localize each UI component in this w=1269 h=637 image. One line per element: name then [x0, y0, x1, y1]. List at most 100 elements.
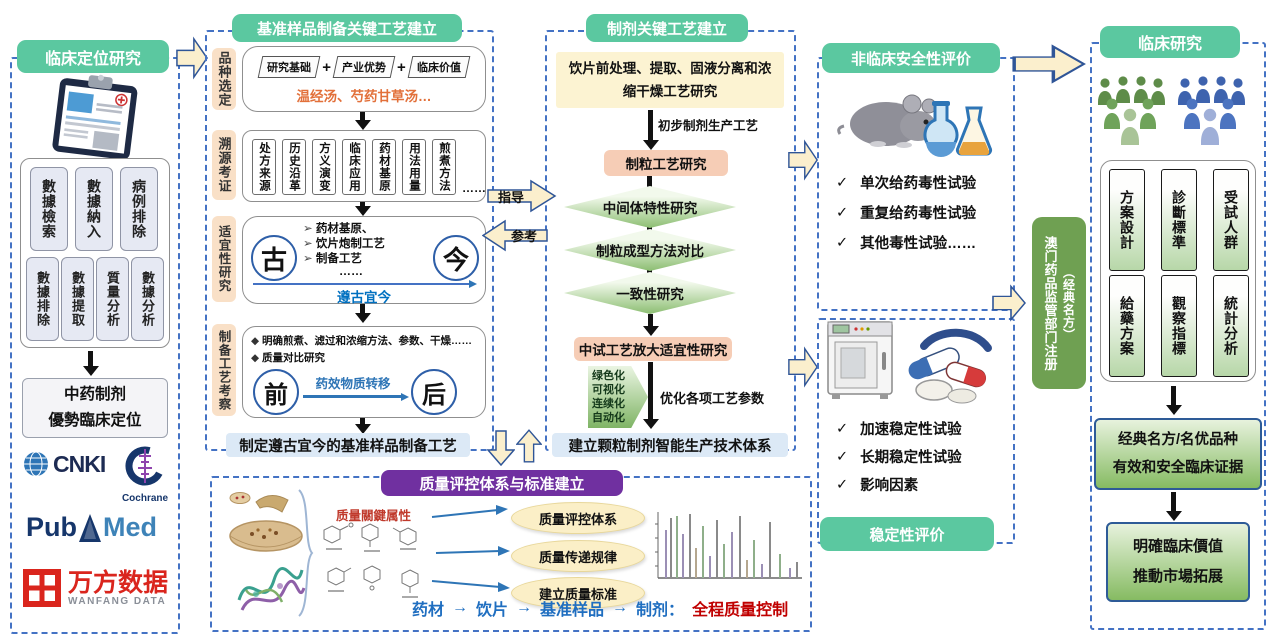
cnki-globe-icon — [24, 451, 48, 477]
pilot-scaleup-box: 中试工艺放大适宜性研究 — [574, 337, 732, 361]
cochrane-text: Cochrane — [121, 493, 169, 504]
clinical-value-box: 明確臨床價值 推動市場拓展 — [1106, 522, 1250, 602]
flow-arrow-right — [1012, 44, 1086, 84]
transfer-arrow — [303, 392, 409, 401]
tracing-item: 方义演变 — [312, 139, 336, 195]
quality-arrow — [435, 546, 510, 556]
chain-arrow: → — [612, 599, 629, 616]
clinical-item: 給藥方案 — [1109, 275, 1145, 377]
side-label-process: 制备工艺考察 — [212, 324, 236, 416]
pubmed-med-text: Med — [103, 512, 157, 542]
wanfang-cn-text: 万方数据 — [68, 568, 169, 597]
quality-ellipse-standard: 建立质量标准 — [511, 577, 645, 609]
pretreatment-box: 饮片前处理、提取、固液分离和浓缩干燥工艺研究 — [556, 52, 784, 108]
suitability-slogan: 遵古宜今 — [337, 290, 391, 305]
down-arrow — [360, 202, 365, 207]
down-arrow — [360, 304, 365, 314]
wanfang-en-text: WANFANG DATA — [68, 595, 167, 607]
quality-chain: 药材 → 饮片 → 基准样品 → 制剂： 全程质量控制 — [412, 596, 788, 620]
wanfang-logo: 万方数据 WANFANG DATA — [22, 568, 168, 608]
benchmark-conclusion: 制定遵古宜今的基准样品制备工艺 — [226, 433, 470, 457]
tracing-panel: 处方来源 历史沿革 方义演变 临床应用 药材基原 用法用量 煎煮方法 …… — [242, 130, 486, 202]
selection-chips: 研究基础 + 产业优势 + 临床价值 — [249, 56, 479, 78]
safety-item: ✓其他毒性试验…… — [836, 234, 977, 253]
down-arrow — [648, 314, 653, 327]
pills-icon — [908, 328, 992, 404]
clinical-item: 診斷標準 — [1161, 169, 1197, 271]
suitability-panel: 古 今 ➢ 药材基原、 ➢ 饮片炮制工艺 ➢ 制备工艺 …… 遵古宜今 — [242, 216, 486, 305]
data-step: 數據分析 — [131, 257, 164, 341]
clinical-design-panel: 方案設計 診斷標準 受試人群 給藥方案 觀察指標 統計分析 — [1100, 160, 1256, 382]
data-step: 質量分析 — [96, 257, 129, 341]
protein-structure-icon — [237, 567, 306, 611]
ancient-circle: 古 — [251, 235, 297, 281]
molecule-structures-icon — [323, 522, 419, 598]
chromatogram-icon — [655, 512, 802, 579]
chevron-bullet-icon: ➢ — [303, 238, 313, 250]
data-step: 數據排除 — [26, 257, 59, 341]
evidence-box: 经典名方/名优品种 有效和安全臨床证据 — [1094, 418, 1262, 490]
down-arrow — [1171, 492, 1176, 512]
flow-arrow-right — [788, 139, 818, 181]
stability-item: ✓加速稳定性试验 — [836, 420, 962, 439]
pubmed-pub-text: Pub — [26, 512, 77, 542]
formula-examples: 温经汤、芍药甘草汤… — [296, 89, 432, 104]
clinical-item: 受試人群 — [1213, 169, 1249, 271]
registration-box: 澳门药品监管部门注册 （经典名方） — [1032, 217, 1086, 389]
clinical-title: 临床研究 — [1100, 26, 1240, 58]
chevron-bullet-icon: ➢ — [303, 253, 313, 265]
clinical-positioning-title: 临床定位研究 — [17, 40, 169, 73]
cochrane-logo: Cochrane — [118, 444, 172, 504]
wanfang-icon — [23, 569, 61, 607]
tracing-item: 历史沿革 — [282, 139, 306, 195]
transfer-label: 药效物质转移 — [315, 377, 391, 391]
tracing-item: 药材基原 — [372, 139, 396, 195]
flow-arrow-down — [487, 430, 515, 466]
connector-bar — [647, 225, 652, 233]
check-icon: ✓ — [836, 420, 849, 437]
plus-sign: + — [397, 58, 406, 76]
stability-item: ✓长期稳定性试验 — [836, 448, 962, 467]
stability-title: 稳定性评价 — [820, 517, 994, 551]
pubmed-book-icon — [79, 513, 101, 542]
data-step: 數據提取 — [61, 257, 94, 341]
down-arrow — [360, 418, 365, 425]
check-icon: ✓ — [836, 476, 849, 493]
check-icon: ✓ — [836, 448, 849, 465]
benchmark-title: 基准样品制备关键工艺建立 — [232, 14, 462, 42]
chain-tail: 全程质量控制 — [692, 602, 789, 619]
tracing-item: 处方来源 — [252, 139, 276, 195]
safety-item: ✓单次给药毒性试验 — [836, 174, 977, 193]
variety-selection-panel: 研究基础 + 产业优势 + 临床价值 温经汤、芍药甘草汤… — [242, 46, 486, 112]
quality-arrow — [431, 580, 510, 592]
data-step: 數據檢索 — [30, 167, 68, 251]
process-panel: ◆ 明确煎煮、滤过和浓缩方法、参数、干燥…… ◆ 质量对比研究 前 后 药效物质… — [242, 326, 486, 418]
suitability-bullets: ➢ 药材基原、 ➢ 饮片炮制工艺 ➢ 制备工艺 — [303, 223, 385, 265]
flow-arrow-up — [516, 429, 542, 463]
result-line2: 優勢臨床定位 — [48, 412, 142, 429]
quality-attribute-label: 质量關鍵属性 — [336, 509, 412, 523]
stability-chamber-icon — [827, 321, 893, 399]
diamond-bullet-icon: ◆ — [251, 335, 260, 347]
side-label-selection: 品种选定 — [212, 48, 236, 110]
stability-item: ✓影响因素 — [836, 476, 919, 495]
formulation-conclusion: 建立颗粒制剂智能生产技术体系 — [552, 433, 788, 457]
result-line1: 中药制剂 — [63, 386, 126, 403]
check-icon: ✓ — [836, 204, 849, 221]
flow-arrow-right — [176, 36, 208, 80]
connector-bar — [647, 268, 652, 276]
initial-process-note: 初步制剂生产工艺 — [658, 119, 759, 133]
quality-arrow — [431, 505, 508, 518]
guide-label: 指导 — [497, 189, 524, 205]
data-steps-panel: 數據檢索 數據納入 病例排除 數據排除 數據提取 質量分析 數據分析 — [20, 158, 170, 348]
down-arrow — [1171, 386, 1176, 406]
tracing-item: 临床应用 — [342, 139, 366, 195]
section-title-text: 临床定位研究 — [44, 50, 141, 68]
clinical-item: 觀察指標 — [1161, 275, 1197, 377]
check-icon: ✓ — [836, 234, 849, 251]
clinical-item: 統計分析 — [1213, 275, 1249, 377]
brace — [298, 489, 314, 617]
flow-arrow-right — [992, 284, 1026, 322]
data-step: 數據納入 — [75, 167, 113, 251]
